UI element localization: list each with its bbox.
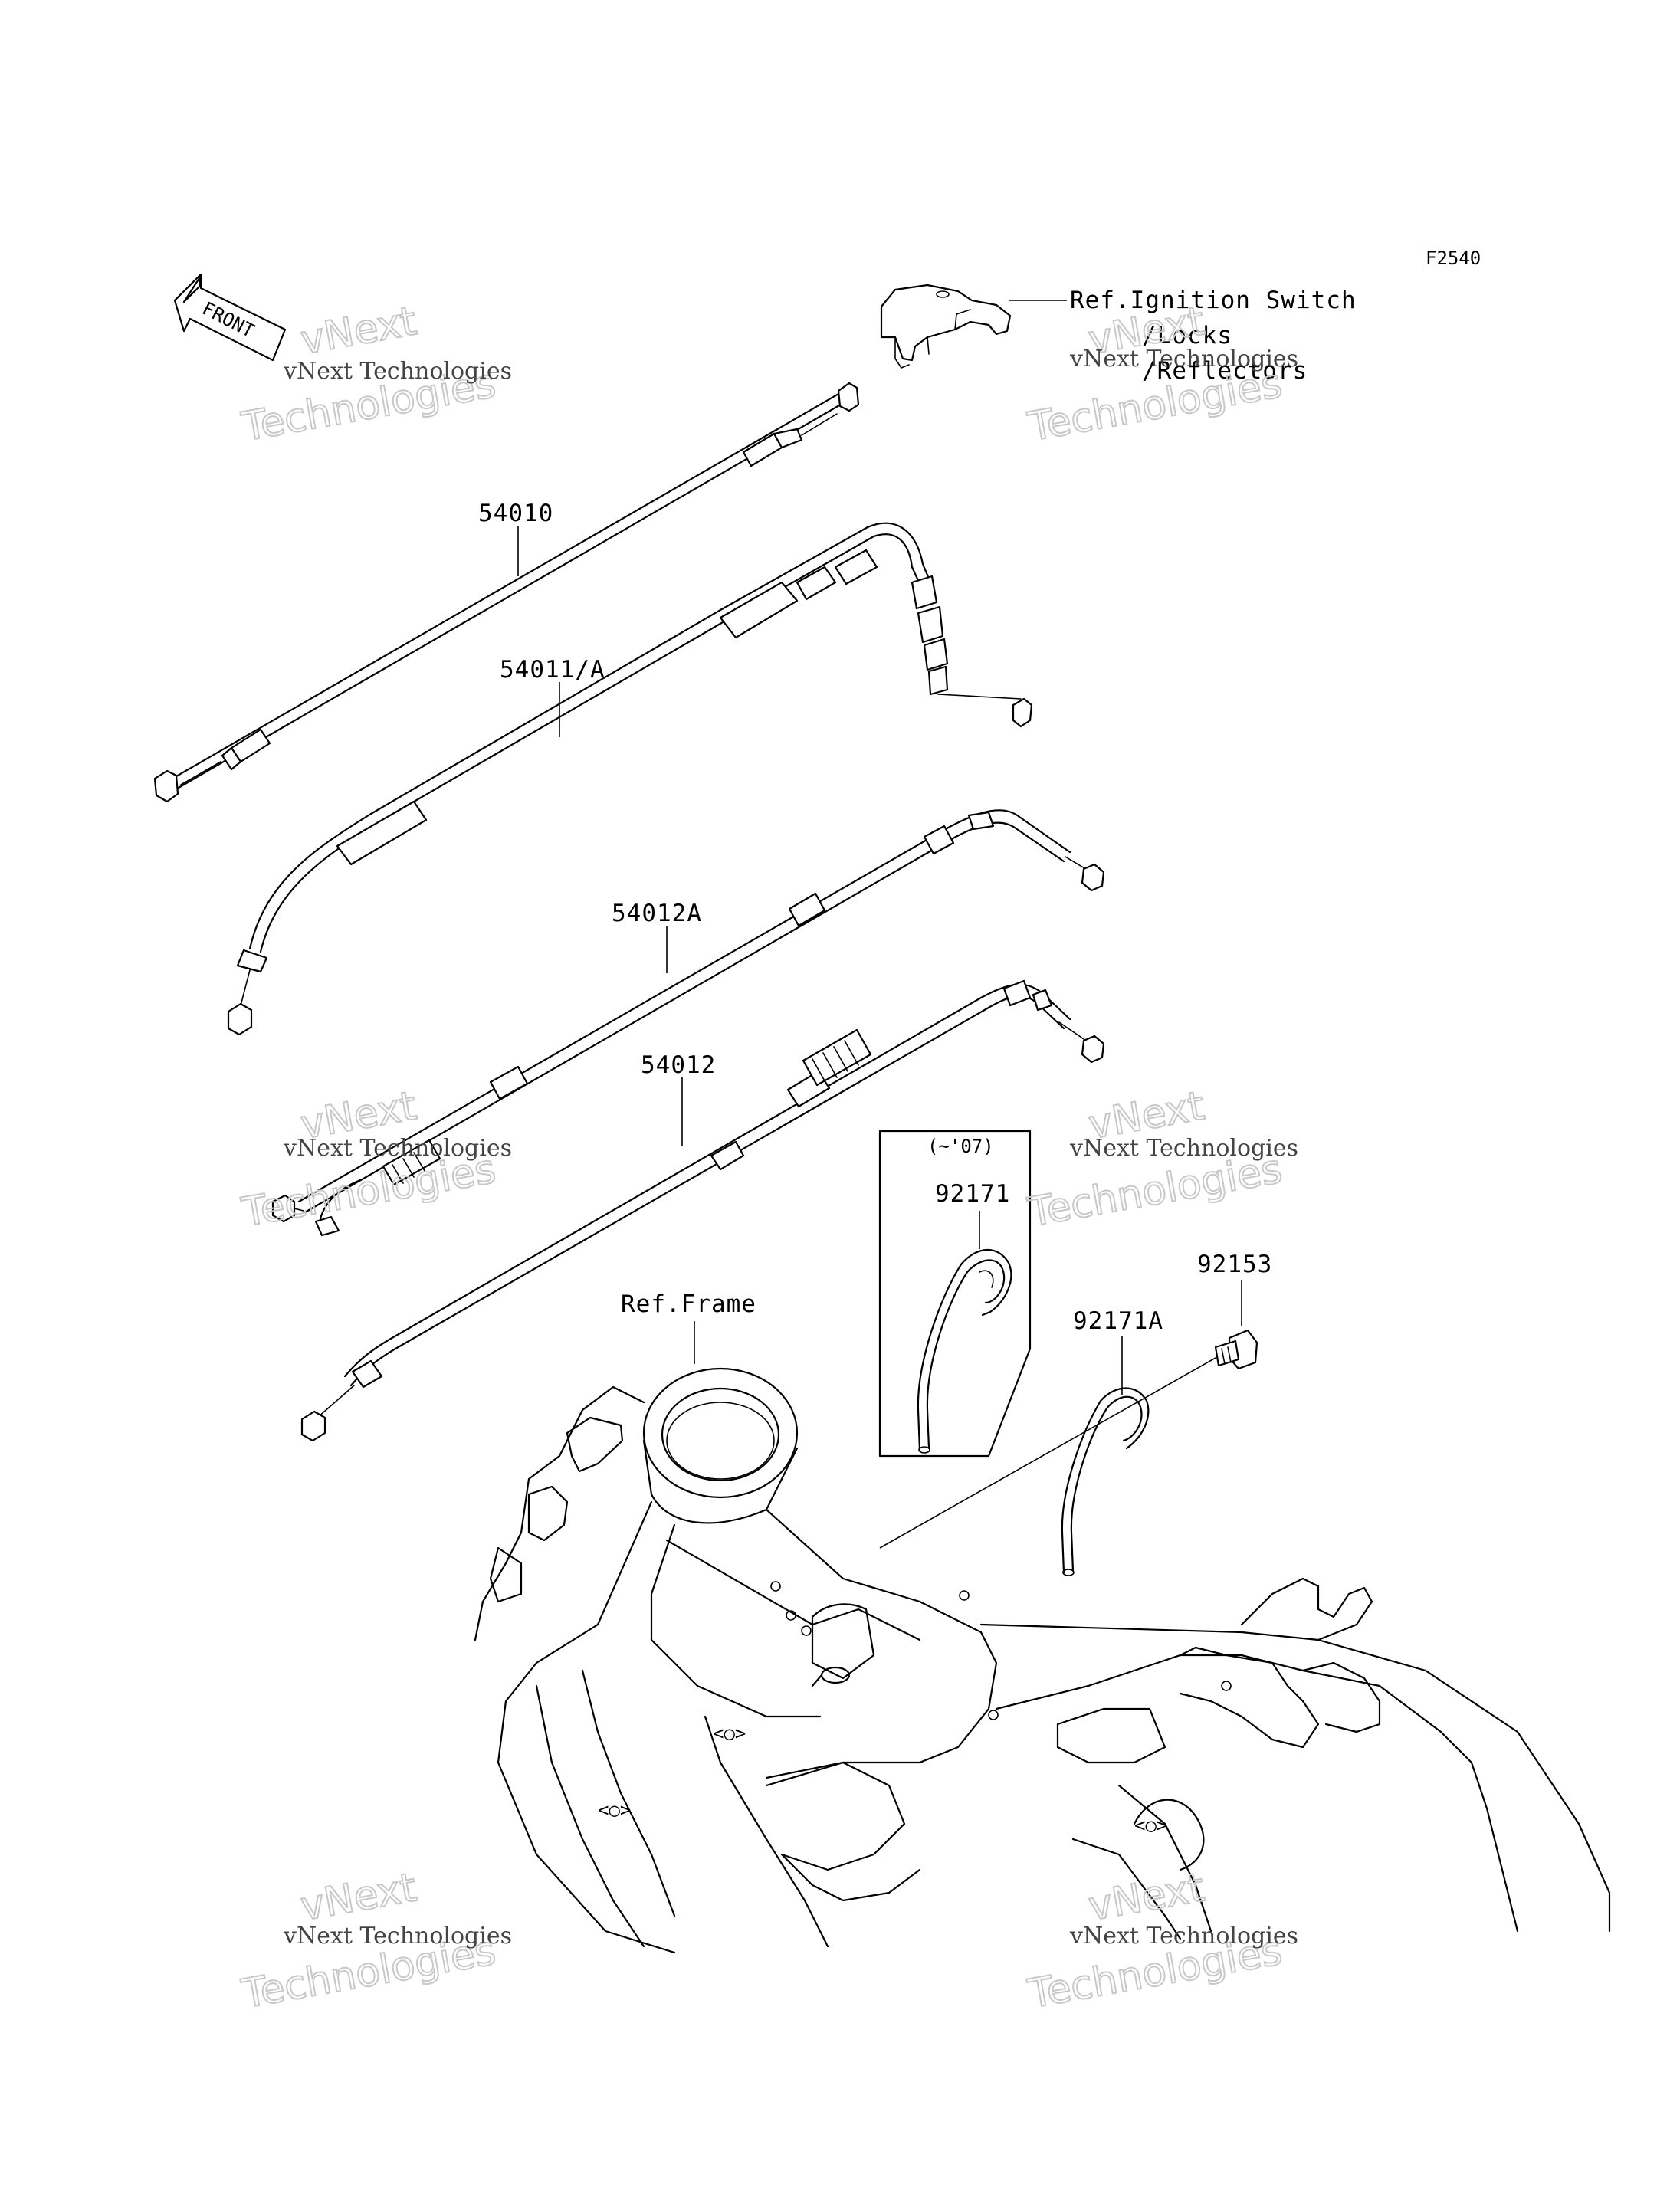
svg-text:<○>: <○>: [598, 1799, 631, 1821]
watermark-3: Technologies vNext vNext Technologies: [238, 1082, 512, 1237]
cable-54012a-drawing: [271, 809, 1105, 1237]
callout-92171: 92171: [935, 1180, 1010, 1208]
callout-92171a: 92171A: [1073, 1307, 1163, 1335]
inset-box: [878, 1130, 1032, 1458]
clamp-92171a-drawing: [1061, 1387, 1150, 1576]
watermark-6: Technologies vNext vNext Technologies: [1024, 1864, 1298, 2018]
clamp-92171-drawing: [917, 1248, 1012, 1454]
frame-drawing: <○> <○> <○>: [474, 1367, 1611, 1954]
callout-54012a: 54012A: [612, 900, 702, 927]
inset-period: (~'07): [927, 1136, 994, 1157]
svg-text:<○>: <○>: [713, 1723, 746, 1744]
svg-text:vNext Technologies: vNext Technologies: [283, 1135, 512, 1162]
watermark-4: Technologies vNext vNext Technologies: [1024, 1082, 1298, 1237]
bolt-92153-drawing: [1214, 1329, 1258, 1370]
callout-54012: 54012: [641, 1051, 716, 1079]
ignition-bracket-drawing: [880, 284, 1012, 369]
ignition-ref-line2: /Locks: [1142, 322, 1232, 349]
svg-text:<○>: <○>: [1134, 1815, 1167, 1836]
callout-54010: 54010: [478, 500, 553, 527]
callout-54011a: 54011/A: [500, 656, 605, 684]
callout-92153: 92153: [1197, 1251, 1272, 1278]
ignition-ref-line1: Ref.Ignition Switch: [1070, 287, 1357, 314]
svg-text:vNext: vNext: [1085, 1864, 1208, 1930]
cable-54011a-drawing: [227, 522, 1033, 1036]
front-arrow-icon: FRONT: [173, 273, 287, 362]
watermark-5: Technologies vNext vNext Technologies: [238, 1864, 512, 2018]
svg-text:vNext Technologies: vNext Technologies: [1069, 1923, 1298, 1949]
cable-54012-drawing: [300, 979, 1105, 1442]
svg-text:vNext Technologies: vNext Technologies: [283, 358, 512, 385]
ignition-ref-line3: /Reflectors: [1142, 357, 1308, 385]
svg-text:vNext Technologies: vNext Technologies: [1069, 346, 1298, 372]
watermark-1: Technologies vNext vNext Technologies: [238, 297, 512, 451]
frame-ref-label: Ref.Frame: [621, 1290, 756, 1318]
svg-text:vNext Technologies: vNext Technologies: [283, 1923, 512, 1949]
svg-text:vNext: vNext: [297, 298, 420, 363]
svg-text:vNext Technologies: vNext Technologies: [1069, 1135, 1298, 1162]
svg-text:vNext: vNext: [297, 1864, 420, 1930]
figure-code: F2540: [1426, 248, 1481, 269]
cable-54010-drawing: [153, 382, 860, 803]
